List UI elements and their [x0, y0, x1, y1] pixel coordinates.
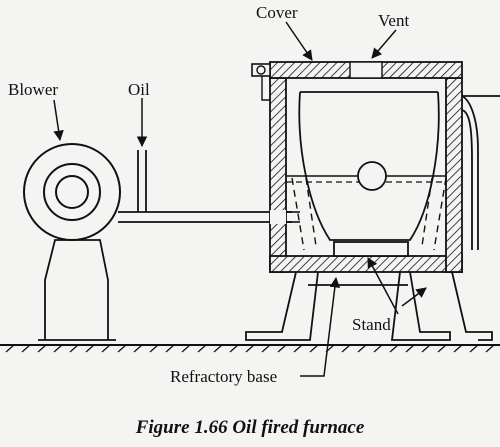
blower-stand	[38, 239, 116, 341]
oil-pipe	[137, 150, 147, 212]
cover-label: Cover	[256, 3, 298, 22]
blower-label: Blower	[8, 80, 58, 99]
refractory-base-label: Refractory base	[170, 367, 277, 386]
blower	[23, 143, 121, 241]
exhaust-duct	[461, 95, 500, 250]
ground	[0, 344, 500, 353]
air-pipe	[118, 211, 292, 223]
stand-label: Stand	[352, 315, 391, 334]
cover	[251, 61, 463, 101]
oil-label: Oil	[128, 80, 150, 99]
refractory-base-block	[333, 241, 409, 257]
vent-label: Vent	[378, 11, 409, 30]
leaders	[53, 21, 427, 377]
furnace-stand	[245, 271, 493, 341]
figure-caption: Figure 1.66 Oil fired furnace	[135, 417, 365, 438]
furnace-body	[269, 77, 463, 273]
crucible	[286, 91, 447, 251]
